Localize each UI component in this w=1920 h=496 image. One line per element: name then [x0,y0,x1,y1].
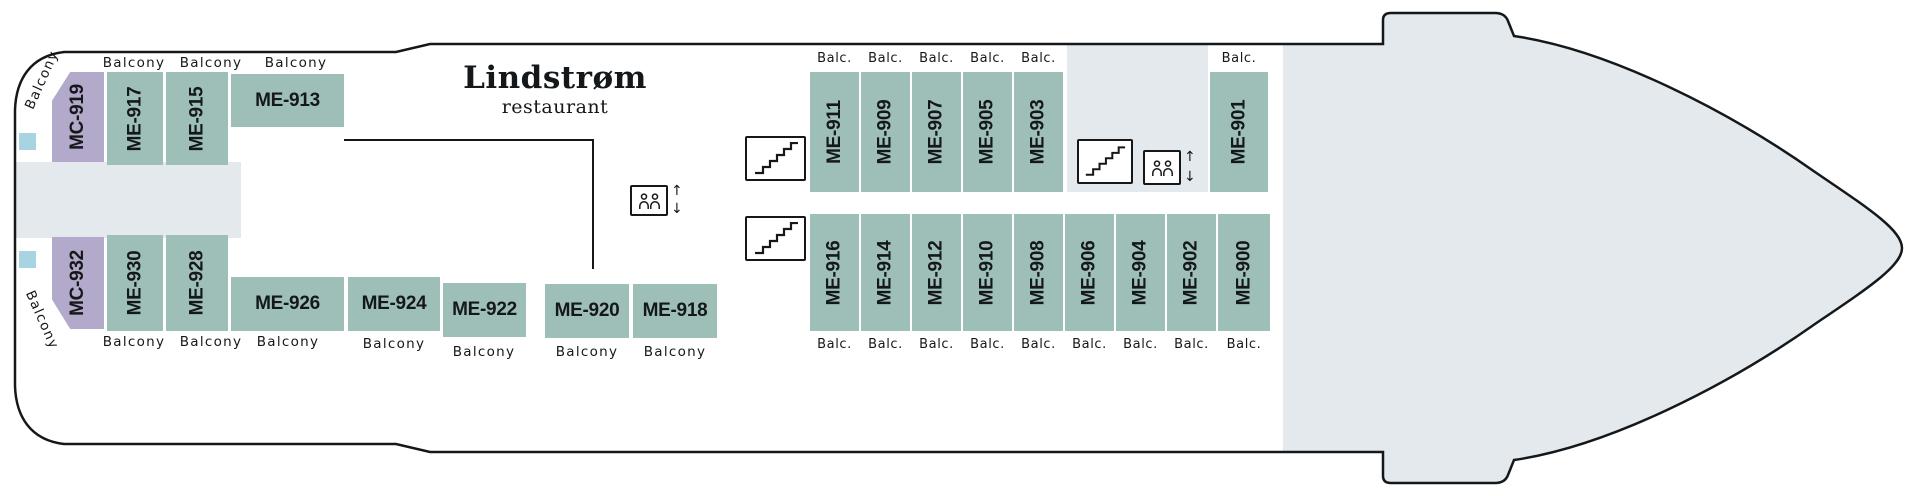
balc-label: Balc. [1221,51,1257,66]
cabin-me-926[interactable]: ME-926 [231,277,344,331]
cabin-me-906[interactable]: ME-906 [1065,214,1114,331]
balc-label: Balc. [970,337,1005,352]
cabin-me-905[interactable]: ME-905 [963,72,1012,192]
restaurant-wall-horizontal [344,139,594,141]
hull-outline [13,11,1904,485]
cabin-me-918[interactable]: ME-918 [633,284,717,338]
bow-open-deck [1283,13,1902,483]
arrow-up-icon: ↑ [671,183,683,199]
balcony-label: Balcony [179,334,243,350]
balc-label: Balc. [970,51,1005,66]
cabin-me-917[interactable]: ME-917 [107,72,163,165]
balcony-label: Balcony [102,55,166,71]
balc-label: Balc. [817,337,852,352]
cabin-me-911[interactable]: ME-911 [810,72,859,192]
balc-label: Balc. [817,51,852,66]
cabin-me-910[interactable]: ME-910 [963,214,1012,331]
restaurant-title: Lindstrøm [463,60,647,96]
stairs-icon [1077,139,1133,184]
cabin-me-920[interactable]: ME-920 [545,284,629,338]
balc-label: Balc. [1174,337,1209,352]
cabin-me-928[interactable]: ME-928 [166,235,228,331]
elevator-icon [630,185,668,216]
cabin-me-901[interactable]: ME-901 [1210,72,1268,192]
elevator-icon [1143,150,1181,185]
balc-label: Balc. [868,337,903,352]
window-marker [19,251,36,268]
balcony-label: Balcony [102,334,166,350]
elevator-arrows-icon: ↑ ↓ [1184,150,1196,185]
arrow-down-icon: ↓ [1184,169,1196,186]
cabin-me-930[interactable]: ME-930 [107,235,163,331]
balc-label: Balc. [919,337,954,352]
stern-corridor [15,162,241,238]
cabin-me-909[interactable]: ME-909 [861,72,910,192]
cabin-me-922[interactable]: ME-922 [443,283,526,337]
restaurant-wall-vertical [592,139,594,269]
arrow-down-icon: ↓ [671,201,683,218]
balcony-label: Balcony [643,344,707,360]
stairs-icon [745,136,806,181]
balcony-label: Balcony [452,344,516,360]
balc-label: Balc. [868,51,903,66]
stairs-icon [745,216,806,261]
balcony-label: Balcony [264,55,328,71]
window-marker [19,133,36,150]
balc-label: Balc. [1226,337,1262,352]
cabin-me-913[interactable]: ME-913 [231,74,344,127]
balc-label: Balc. [919,51,954,66]
cabin-me-902[interactable]: ME-902 [1167,214,1216,331]
arrow-up-icon: ↑ [1184,149,1196,165]
elevator-people-icon [1151,159,1173,176]
cabin-me-907[interactable]: ME-907 [912,72,961,192]
cabin-me-915[interactable]: ME-915 [166,72,228,165]
elevator-arrows-icon: ↑ ↓ [671,184,683,217]
cabin-me-903[interactable]: ME-903 [1014,72,1063,192]
balcony-label: Balcony [256,334,320,350]
balc-label: Balc. [1072,337,1107,352]
balcony-label: Balcony [179,55,243,71]
cabin-me-924[interactable]: ME-924 [348,277,440,331]
cabin-me-904[interactable]: ME-904 [1116,214,1165,331]
cabin-me-914[interactable]: ME-914 [861,214,910,331]
cabin-me-900[interactable]: ME-900 [1218,214,1270,331]
balcony-label: Balcony [555,344,619,360]
cabin-me-908[interactable]: ME-908 [1014,214,1063,331]
balc-label: Balc. [1123,337,1158,352]
balc-label: Balc. [1021,337,1056,352]
balc-label: Balc. [1021,51,1056,66]
elevator-people-icon [638,192,660,209]
balcony-label: Balcony [362,336,426,352]
restaurant-subtitle: restaurant [501,96,609,118]
cabin-me-912[interactable]: ME-912 [912,214,961,331]
cabin-me-916[interactable]: ME-916 [810,214,859,331]
